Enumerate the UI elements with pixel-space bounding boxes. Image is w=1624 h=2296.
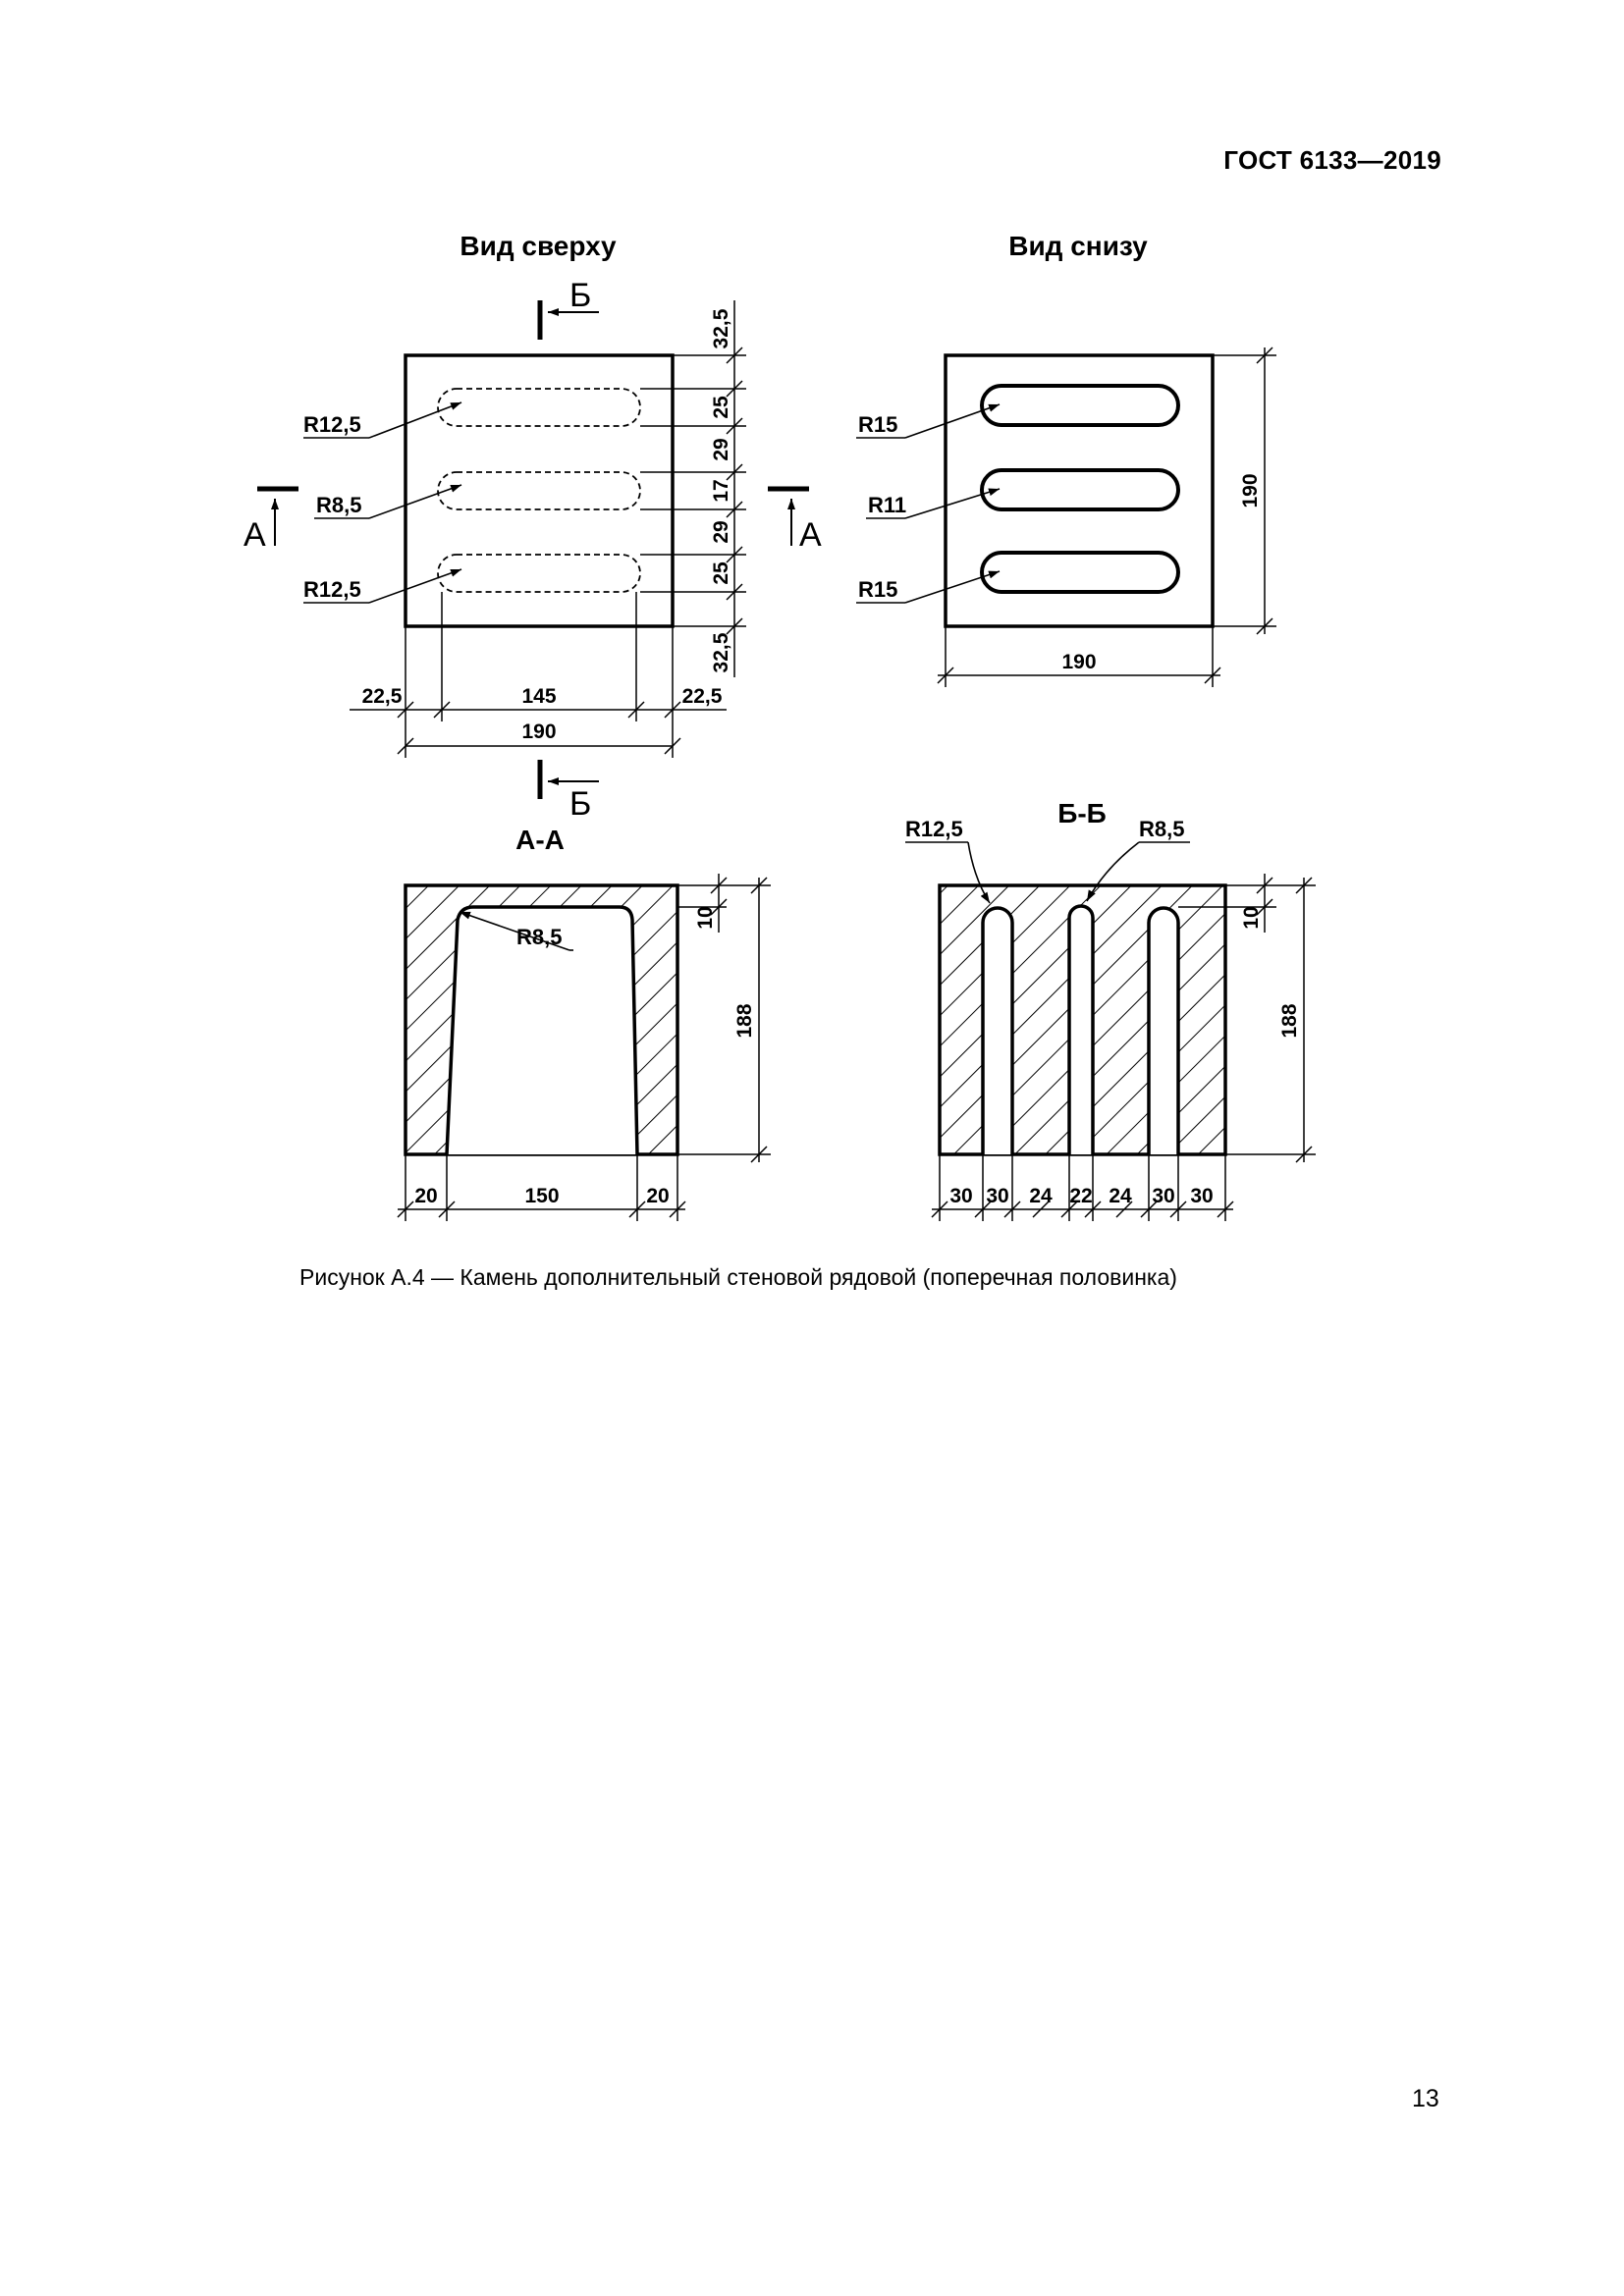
dimension-label: 10 [1240,906,1263,929]
page-number: 13 [1412,2085,1439,2112]
hidden-slot [437,388,641,427]
dimension-label: 24 [1029,1185,1053,1207]
dimension-label: 30 [1152,1185,1174,1207]
section-mark: Б [569,785,591,823]
dimension-label: 30 [949,1185,972,1207]
top-view: Вид сверху R12,5 R8,5 R12,5 [244,231,822,823]
radius-label: R11 [868,493,906,517]
dimension-label: 29 [710,438,732,460]
radius-label: R12,5 [303,577,361,602]
section-mark: А [799,516,822,554]
section-bb: Б-Б R12,5 R8,5 10 188 [905,798,1316,1221]
radius-label: R12,5 [303,412,361,437]
dimension-label: 188 [733,1003,756,1038]
section-aa: А-А R8,5 10 188 [397,825,771,1221]
hidden-slot [437,554,641,593]
radius-label: R15 [858,412,897,437]
radius-label: R8,5 [316,493,361,517]
figure-caption: Рисунок А.4 — Камень дополнительный стен… [299,1264,1177,1290]
through-slot [980,551,1180,594]
dimension-label: 30 [986,1185,1008,1207]
cavity-outline [445,905,639,1155]
dimension-label: 24 [1109,1185,1132,1207]
dimension-label: 22,5 [362,685,403,708]
bottom-view-title: Вид снизу [1008,231,1148,261]
section-bb-title: Б-Б [1057,798,1107,828]
dimension-label: 20 [414,1185,437,1207]
dimension-label: 10 [694,906,717,929]
technical-drawing: Вид сверху R12,5 R8,5 R12,5 [244,231,1316,1221]
dimension-label: 20 [646,1185,669,1207]
channel-outline [1067,904,1095,1154]
dimension-label: 190 [1239,473,1262,507]
radius-label: R12,5 [905,817,963,841]
dimension-label: 150 [524,1185,559,1207]
channel-outline [981,906,1014,1154]
dimension-label: 188 [1278,1003,1301,1038]
hidden-slot [437,471,641,510]
section-mark: А [244,516,266,554]
dimension-label: 32,5 [710,308,732,348]
top-view-title: Вид сверху [460,231,617,261]
dimension-label: 29 [710,520,732,543]
radius-label: R8,5 [1139,817,1184,841]
dimension-label: 190 [1061,651,1096,673]
through-slot [980,384,1180,427]
bottom-view-outline [944,353,1215,628]
radius-label: R15 [858,577,897,602]
dimension-label: 190 [521,721,556,743]
through-slot [980,468,1180,511]
radius-label: R8,5 [516,925,562,949]
dimension-label: 22 [1069,1185,1092,1207]
dimension-label: 145 [521,685,556,708]
dimension-label: 25 [710,396,732,419]
channel-outline [1147,906,1180,1154]
dimension-label: 30 [1190,1185,1213,1207]
document-code: ГОСТ 6133—2019 [1223,145,1441,175]
top-view-outline [404,353,675,628]
section-aa-title: А-А [515,825,565,855]
dimension-label: 17 [710,479,732,502]
dimension-label: 32,5 [710,632,732,672]
bottom-view: Вид снизу R15 R11 R15 190 190 [856,231,1276,687]
dimension-label: 25 [710,561,732,585]
dimension-label: 22,5 [682,685,723,708]
section-mark: Б [569,277,591,314]
